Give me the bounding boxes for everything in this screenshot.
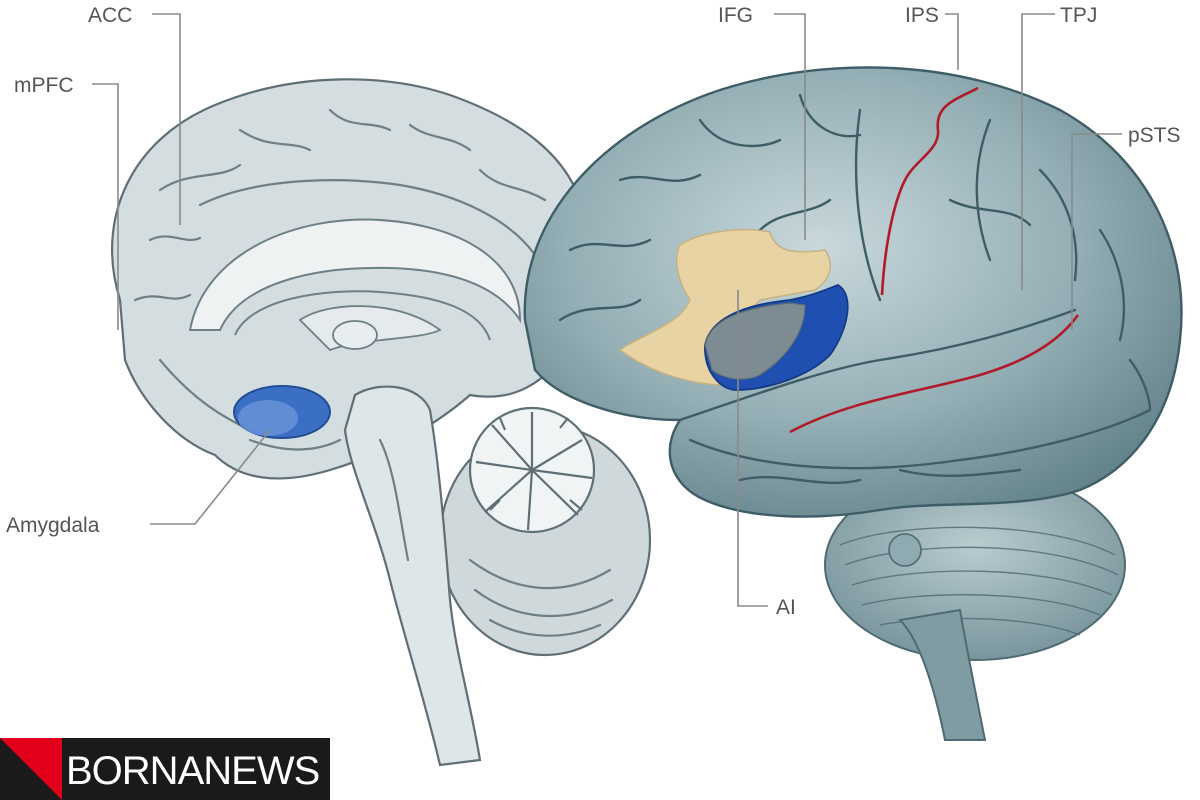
logo-red-triangle-icon	[0, 738, 62, 800]
label-acc-text: ACC	[88, 4, 132, 27]
label-amygdala-text: Amygdala	[6, 514, 100, 537]
brainstem	[343, 385, 482, 767]
label-psts: pSTS	[1071, 124, 1181, 330]
fornix	[234, 290, 491, 341]
label-ips-text: IPS	[905, 4, 939, 27]
label-ai-text: AI	[776, 596, 796, 619]
lateral-hemisphere	[523, 66, 1183, 518]
logo-text: BORNANEWS	[66, 749, 319, 793]
lateral-brainstem	[897, 608, 987, 741]
leader-tpj	[1021, 13, 1055, 290]
label-mpfc: mPFC	[14, 74, 119, 330]
arbor-vitae	[468, 406, 596, 534]
overlap-region	[704, 302, 806, 380]
corpus-callosum	[188, 218, 522, 331]
label-psts-text: pSTS	[1128, 124, 1181, 147]
label-ifg: IFG	[718, 4, 806, 240]
leader-ifg	[774, 13, 806, 240]
leader-ai	[737, 290, 768, 607]
leader-ips	[945, 13, 959, 70]
label-ips: IPS	[905, 4, 959, 70]
medial-brain-view	[111, 78, 652, 767]
leader-amygdala	[150, 429, 271, 525]
lateral-brain-view	[523, 66, 1183, 741]
label-mpfc-text: mPFC	[14, 74, 74, 97]
label-ifg-text: IFG	[718, 4, 753, 27]
bornanews-logo: BORNANEWS	[0, 738, 330, 800]
label-tpj-text: TPJ	[1060, 4, 1097, 27]
intraparietal-sulcus-line	[880, 86, 979, 296]
superior-temporal-sulcus-line	[789, 314, 1080, 434]
leader-acc	[152, 13, 181, 225]
lateral-fissure	[678, 308, 1077, 422]
leader-psts	[1071, 133, 1122, 330]
label-amygdala: Amygdala	[6, 429, 271, 537]
label-tpj: TPJ	[1021, 4, 1097, 290]
leader-mpfc	[92, 83, 119, 330]
label-acc: ACC	[88, 4, 181, 225]
label-ai: AI	[737, 290, 796, 619]
